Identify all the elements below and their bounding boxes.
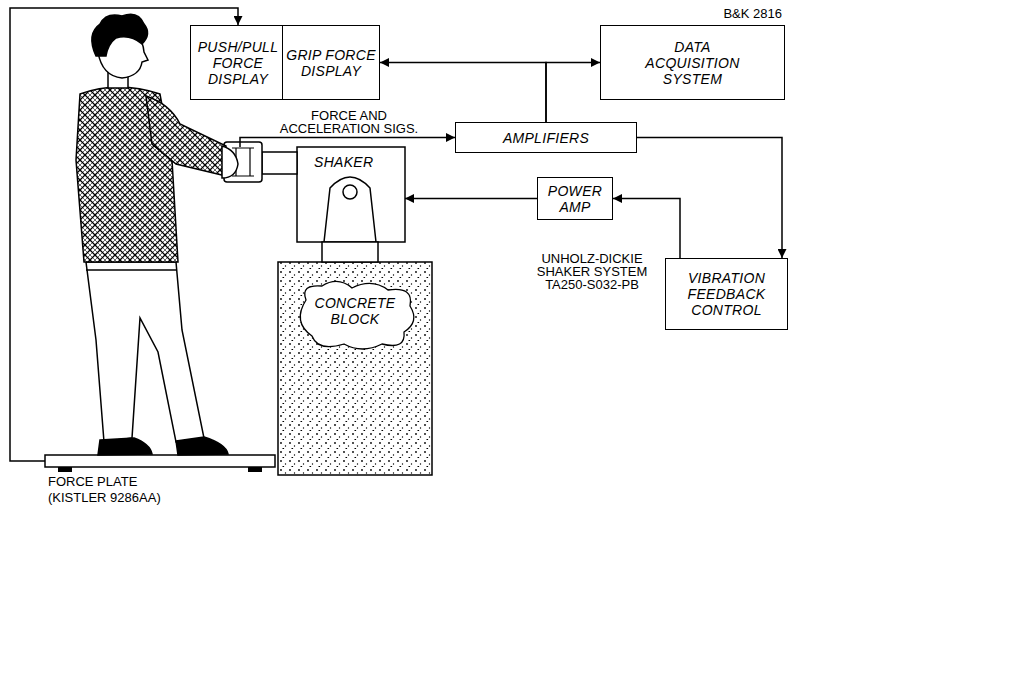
shaker: SHAKER [232,147,405,262]
shaker-pedestal [322,242,378,262]
display-box: GRIP FORCE DISPLAY [282,25,380,100]
node-heading: B&K 2816 [723,6,782,22]
node-text: CONCRETE BLOCK [307,295,403,327]
signal-label: FORCE AND ACCELERATION SIGS. [265,109,433,135]
system-note: UNHOLZ-DICKIE SHAKER SYSTEM TA250-S032-P… [522,252,662,291]
signal-line [240,138,455,148]
concrete-block [278,262,432,475]
node-text: SHAKER [314,154,405,170]
node-text: VIBRATION FEEDBACK CONTROL [666,270,787,318]
trunnion-pivot [343,185,357,199]
node-text: AMPLIFIERS [503,130,589,146]
force-plate [45,455,275,467]
node-text: POWER AMP [538,183,612,215]
signal-line [405,198,537,200]
node-text: GRIP FORCE DISPLAY [283,47,379,79]
display-box: PUSH/PULL FORCE DISPLAY [190,25,286,100]
concrete-block: CONCRETE BLOCK [278,262,432,475]
shaker-body [297,147,405,242]
shaker-trunnion [324,177,376,242]
power-amp-box: POWER AMP [537,177,613,220]
amplifier-box: AMPLIFIERS [455,122,637,153]
handle-coupling [262,152,297,174]
signal-line [380,63,546,123]
force-plate: FORCE PLATE (KISTLER 9286AA) [40,452,280,514]
control-box: VIBRATION FEEDBACK CONTROL [665,258,788,330]
node-text: DATA ACQUISITION SYSTEM [637,39,749,87]
signal-line [546,63,600,123]
concrete-cutout [300,281,414,349]
node-text: FORCE PLATE (KISTLER 9286AA) [48,474,183,506]
node-text: PUSH/PULL FORCE DISPLAY [191,39,285,87]
acquisition-box: B&K 2816DATA ACQUISITION SYSTEM [600,25,785,100]
signal-line [613,199,680,259]
